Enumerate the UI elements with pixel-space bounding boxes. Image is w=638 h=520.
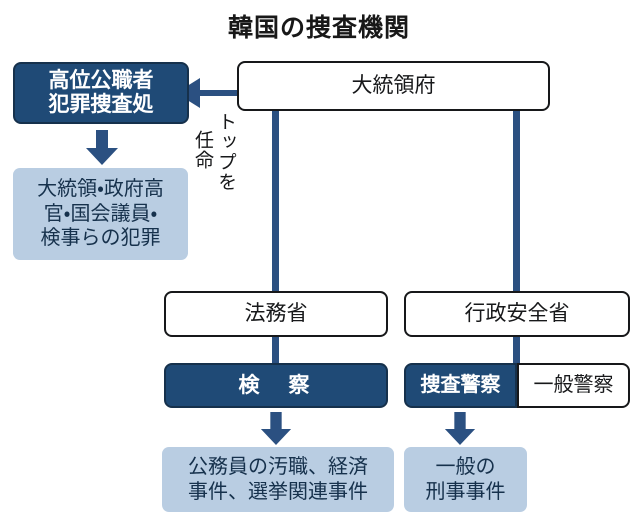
- arrow-down-police-scope: [444, 412, 476, 446]
- connector-interior-to-police: [513, 336, 520, 366]
- node-ministry-of-interior-label: 行政安全省: [464, 302, 570, 326]
- connector-president-to-cio: [196, 90, 242, 96]
- node-presidential-office-label: 大統領府: [351, 74, 436, 98]
- node-prosecution-label: 検 察: [238, 373, 314, 397]
- node-investigative-police-label: 捜査警察: [420, 374, 501, 397]
- node-cio-scope: 大統領・政府高 官・国会議員・ 検事らの犯罪: [13, 168, 188, 260]
- node-prosecution[interactable]: 検 察: [164, 363, 388, 408]
- node-cio-scope-line2: 官・国会議員・: [43, 202, 158, 225]
- node-prosecution-scope-line2: 事件、選挙関連事件: [188, 480, 368, 503]
- node-cio[interactable]: 高位公職者 犯罪捜査処: [13, 62, 189, 124]
- node-ministry-of-interior[interactable]: 行政安全省: [404, 291, 630, 337]
- arrow-down-cio-scope: [86, 130, 118, 165]
- node-cio-scope-line1: 大統領・政府高: [37, 178, 164, 201]
- node-cio-scope-line3: 検事らの犯罪: [40, 227, 161, 250]
- connector-justice-to-prosecution: [272, 336, 279, 366]
- node-police-scope-line1: 一般の: [435, 456, 496, 479]
- node-police-scope: 一般の 刑事事件: [404, 447, 527, 512]
- arrow-down-prosecution-scope: [260, 412, 292, 446]
- edge-label-appoint-top: トップを: [215, 112, 236, 192]
- connector-president-to-interior: [513, 110, 520, 292]
- node-prosecution-scope-line1: 公務員の汚職、経済: [188, 456, 368, 479]
- node-presidential-office[interactable]: 大統領府: [237, 61, 550, 111]
- node-police-scope-line2: 刑事事件: [425, 480, 506, 503]
- node-cio-line1: 高位公職者: [48, 69, 154, 93]
- edge-label-appoint: 任命: [192, 130, 213, 170]
- page-title: 韓国の捜査機関: [227, 14, 410, 42]
- connector-president-to-justice: [272, 110, 279, 292]
- node-cio-line2: 犯罪捜査処: [48, 93, 154, 116]
- node-investigative-police[interactable]: 捜査警察: [404, 363, 517, 408]
- node-general-police[interactable]: 一般警察: [517, 363, 630, 408]
- node-ministry-of-justice-label: 法務省: [244, 302, 308, 326]
- node-ministry-of-justice[interactable]: 法務省: [164, 291, 388, 337]
- node-general-police-label: 一般警察: [533, 374, 614, 397]
- node-prosecution-scope: 公務員の汚職、経済 事件、選挙関連事件: [162, 447, 394, 512]
